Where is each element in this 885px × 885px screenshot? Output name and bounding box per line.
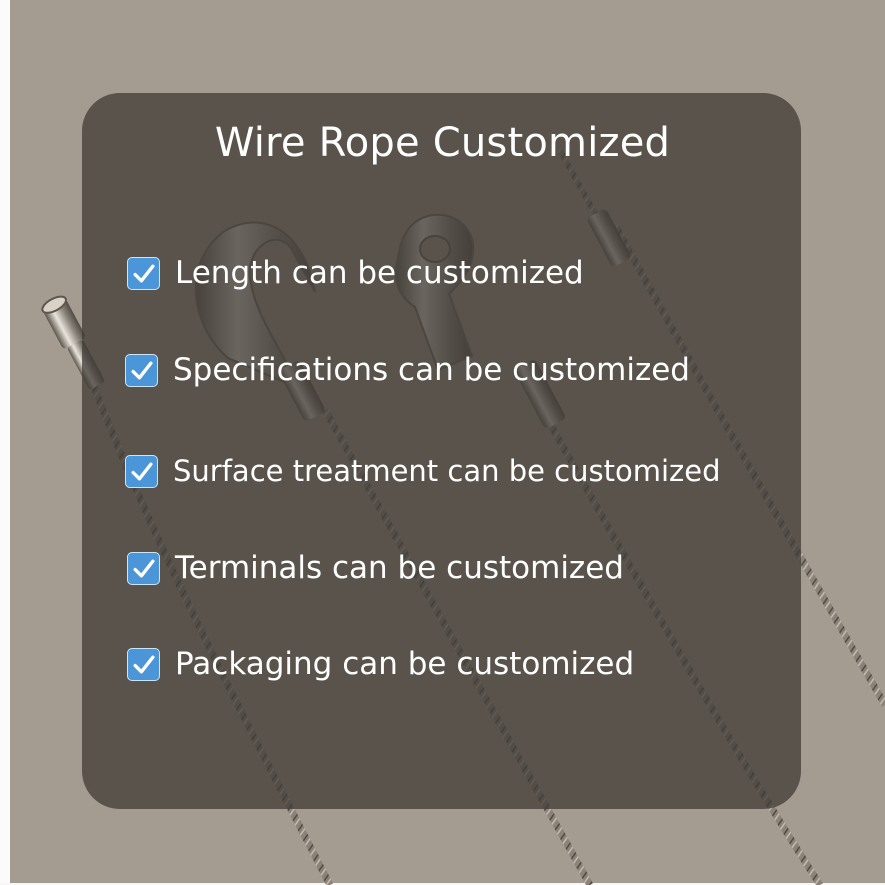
feature-label: Terminals can be customized bbox=[175, 550, 624, 586]
check-mark-button-icon bbox=[127, 551, 160, 585]
feature-item-surface-treatment: Surface treatment can be customized bbox=[125, 449, 721, 493]
feature-item-packaging: Packaging can be customized bbox=[127, 642, 634, 686]
check-mark-button-icon bbox=[127, 647, 160, 681]
feature-item-length: Length can be customized bbox=[127, 251, 584, 295]
feature-label: Specifications can be customized bbox=[173, 352, 690, 388]
info-overlay-card bbox=[82, 93, 801, 809]
poster-title: Wire Rope Customized bbox=[214, 120, 671, 166]
check-mark-button-icon bbox=[125, 454, 158, 488]
bottom-edge-strip bbox=[0, 883, 885, 885]
feature-label: Length can be customized bbox=[175, 255, 584, 291]
left-edge-strip bbox=[0, 0, 10, 885]
check-mark-button-icon bbox=[127, 256, 160, 290]
check-mark-button-icon bbox=[125, 353, 158, 387]
feature-label: Surface treatment can be customized bbox=[173, 454, 721, 488]
feature-item-specifications: Specifications can be customized bbox=[125, 348, 690, 392]
feature-label: Packaging can be customized bbox=[175, 646, 635, 682]
feature-item-terminals: Terminals can be customized bbox=[127, 546, 624, 590]
